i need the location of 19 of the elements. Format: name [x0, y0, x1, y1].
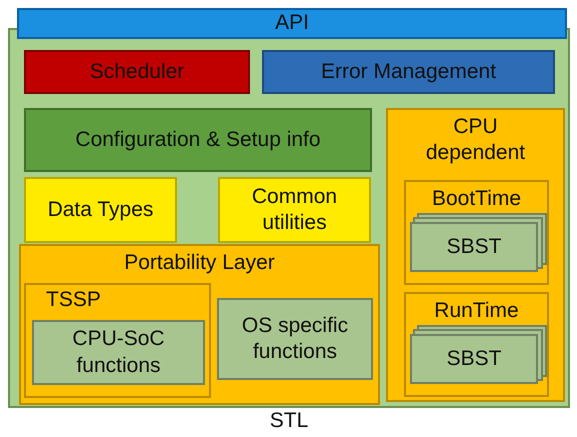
module-panel — [24, 283, 211, 398]
group-title: BootTime — [430, 186, 522, 212]
function-box: OS specific functions — [217, 298, 373, 380]
module-box: Common utilities — [218, 177, 371, 243]
group-title: STL — [268, 408, 310, 434]
module-panel — [404, 292, 549, 397]
module-box: Data Types — [24, 177, 177, 243]
api-bar: API — [17, 8, 567, 39]
group-title: CPU dependent — [424, 114, 526, 166]
function-box: CPU-SoC functions — [32, 320, 205, 385]
module-panel — [386, 108, 565, 402]
group-title: Portability Layer — [123, 250, 276, 276]
group-title: RunTime — [433, 298, 520, 324]
module-box: Scheduler — [24, 50, 250, 94]
group-title: TSSP — [46, 287, 101, 313]
module-box: Error Management — [262, 50, 555, 94]
module-box: Configuration & Setup info — [24, 108, 372, 172]
module-panel — [404, 180, 549, 285]
layer-panel — [19, 244, 380, 405]
